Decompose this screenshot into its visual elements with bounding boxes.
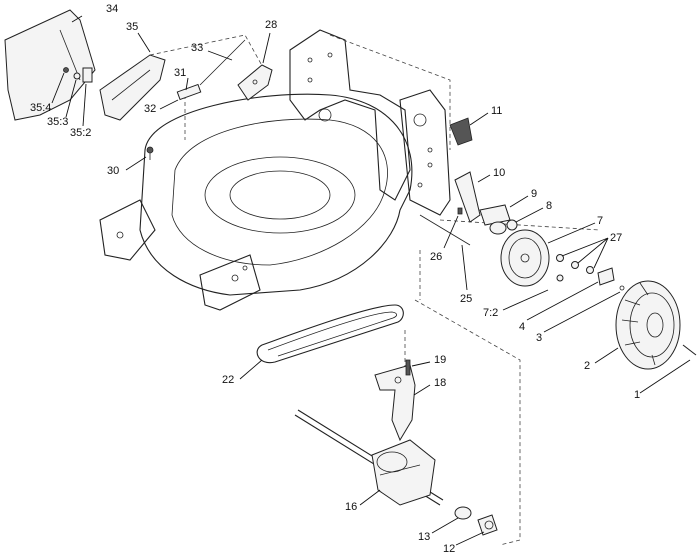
callout-3: 3	[536, 332, 542, 344]
misc-parts	[419, 207, 471, 246]
callout-7: 7	[597, 215, 603, 227]
rear-frame	[289, 29, 451, 216]
callout-2: 2	[584, 360, 590, 372]
callout-10: 10	[493, 167, 505, 179]
callout-8: 8	[546, 200, 552, 212]
callout-28: 28	[265, 19, 277, 31]
leader-lines	[51, 15, 691, 546]
wheel-height-adjuster	[449, 117, 511, 226]
callout-32: 32	[144, 103, 156, 115]
callout-16: 16	[345, 501, 357, 513]
transmission-assembly	[294, 409, 444, 506]
callout-4: 4	[519, 321, 525, 333]
rear-wheel	[615, 280, 697, 370]
callout-31: 31	[174, 67, 186, 79]
callout-22: 22	[222, 374, 234, 386]
callout-35: 35	[126, 21, 138, 33]
height-adjust-lever	[176, 39, 246, 101]
alignment-lines	[149, 34, 601, 546]
callout-27: 27	[610, 232, 622, 244]
callout-9: 9	[531, 188, 537, 200]
drive-belt	[256, 304, 404, 364]
transmission-bracket	[374, 364, 416, 442]
callout-35-4: 35:4	[30, 102, 51, 114]
bolt-30	[146, 146, 154, 160]
latch-bracket	[99, 54, 166, 121]
callout-25: 25	[460, 293, 472, 305]
callout-1: 1	[634, 389, 640, 401]
callout-19: 19	[434, 354, 446, 366]
spacers-27	[556, 254, 625, 291]
axle-bearings	[454, 506, 498, 536]
mower-deck	[99, 93, 413, 311]
callout-12: 12	[443, 543, 455, 555]
callout-7-2: 7:2	[483, 307, 498, 319]
wheel-bracket-parts	[489, 219, 518, 235]
callout-11: 11	[491, 105, 502, 117]
callout-33: 33	[191, 42, 203, 54]
callout-35-2: 35:2	[70, 127, 91, 139]
callout-13: 13	[418, 531, 430, 543]
wheel-gear	[500, 229, 550, 287]
callout-30: 30	[107, 165, 119, 177]
callout-26: 26	[430, 251, 442, 263]
callout-35-3: 35:3	[47, 116, 68, 128]
callout-34: 34	[106, 3, 118, 15]
bracket-28	[237, 64, 273, 101]
bolt-19	[405, 359, 411, 376]
deflector-hinge-parts	[63, 67, 93, 83]
callout-18: 18	[434, 377, 446, 389]
callout-labels: 1 2 3 4 7 7:2 8 9 10 11 12 13 16 18 19 2…	[30, 3, 640, 555]
